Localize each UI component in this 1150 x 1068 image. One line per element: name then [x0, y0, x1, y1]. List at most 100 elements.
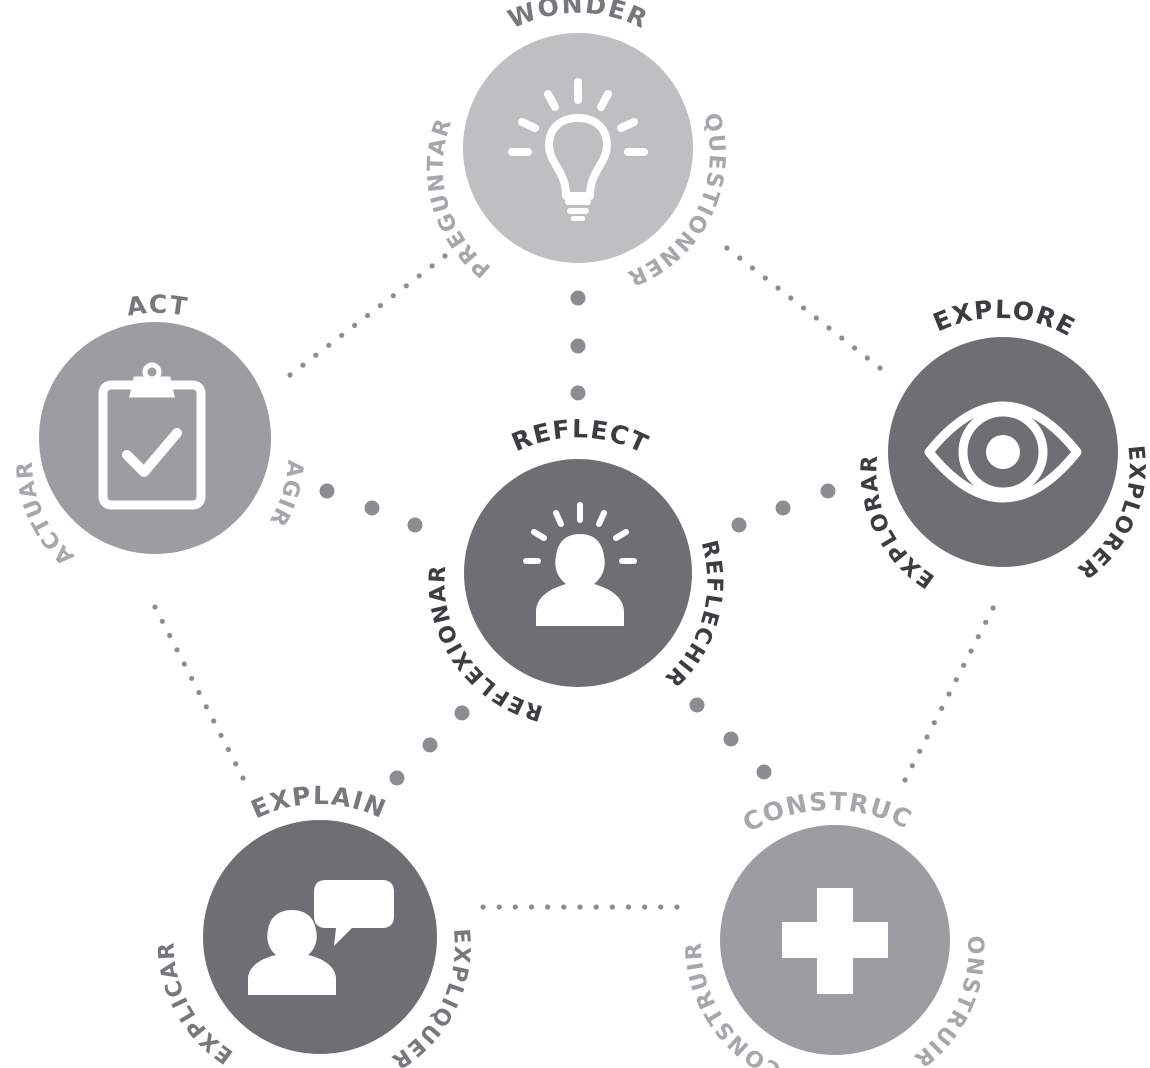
- lightbulb-icon: [508, 78, 648, 221]
- eye-icon: [924, 401, 1082, 503]
- spoke-construct-dot: [756, 764, 772, 780]
- node-act: ACT ACTUAR AGIR: [13, 290, 308, 570]
- act-circle: [39, 322, 271, 554]
- connector-explain-construct-dot: [577, 904, 583, 910]
- connector-act-explain-dot: [225, 746, 231, 753]
- reflect-title: REFLECT: [507, 414, 653, 459]
- connector-wonder-explore-dot: [788, 295, 794, 301]
- connector-wonder-explore-dot: [839, 335, 845, 341]
- connector-wonder-explore-dot: [800, 305, 807, 311]
- connector-act-wonder-dot: [416, 273, 422, 279]
- connector-act-wonder-dot: [390, 293, 396, 299]
- connector-wonder-explore-dot: [877, 365, 883, 371]
- connector-act-explain-dot: [189, 675, 195, 681]
- connector-wonder-explore-dot: [737, 255, 743, 261]
- connector-act-wonder-dot: [339, 332, 345, 338]
- spoke-explore-dot: [820, 483, 836, 499]
- spoke-act-dot: [364, 500, 380, 516]
- connector-explain-construct-dot: [545, 904, 551, 910]
- connector-act-wonder-dot: [364, 312, 371, 319]
- connector-explore-construct-dot: [983, 619, 989, 625]
- connector-act-explain-dot: [218, 732, 224, 738]
- connector-explore-construct-dot: [990, 605, 996, 611]
- spoke-act-dot: [407, 517, 423, 533]
- explain-circle: [203, 820, 437, 1054]
- person-speech-icon: [248, 880, 394, 995]
- spoke-explore-dot: [731, 517, 747, 533]
- connector-explain-construct-dot: [480, 904, 486, 910]
- spoke-wonder-dot: [570, 338, 586, 354]
- connector-act-explain-dot: [159, 618, 165, 624]
- connector-explore-construct-dot: [902, 777, 908, 783]
- connector-act-wonder-dot: [300, 362, 306, 368]
- connector-explore-construct-dot: [909, 763, 915, 769]
- connector-act-explain-dot: [174, 647, 180, 653]
- explain-title: EXPLAIN: [247, 781, 391, 824]
- connector-act-wonder-dot: [326, 342, 332, 348]
- connector-act-explain-dot: [211, 718, 217, 724]
- connector-act-explain-dot: [203, 704, 209, 710]
- connector-explore-construct-dot: [939, 705, 945, 711]
- plus-icon: [782, 888, 888, 994]
- clipboard-check-icon: [98, 362, 206, 510]
- connector-act-explain-dot: [233, 761, 239, 767]
- act-right-label: AGIR: [264, 459, 308, 531]
- connector-explain-construct-dot: [642, 904, 648, 910]
- connector-explain-construct-dot: [593, 904, 599, 910]
- connector-explain-construct-dot: [528, 904, 535, 910]
- connector-act-explain-dot: [196, 689, 202, 696]
- spoke-explore-dot: [775, 500, 791, 516]
- connector-explore-construct-dot: [975, 634, 981, 640]
- connector-explore-construct-dot: [924, 734, 930, 740]
- connector-explore-construct-dot: [917, 748, 923, 754]
- node-explore: EXPLORE EXPLORAR EXPLORER: [857, 295, 1147, 593]
- connector-explore-construct-dot: [931, 720, 937, 726]
- connector-act-wonder-dot: [352, 322, 358, 328]
- connector-act-explain-dot: [240, 775, 246, 781]
- connector-act-explain-dot: [152, 604, 158, 610]
- connector-wonder-explore-dot: [813, 315, 819, 321]
- connector-wonder-explore-dot: [826, 325, 832, 331]
- connector-act-wonder-dot: [377, 303, 383, 309]
- spoke-act-dot: [319, 483, 335, 499]
- connector-act-wonder-dot: [287, 372, 293, 378]
- connector-explain-construct-dot: [496, 904, 502, 910]
- connector-explain-construct-dot: [658, 904, 664, 910]
- spoke-explain-dot: [422, 737, 438, 753]
- connector-wonder-explore-dot: [775, 285, 781, 291]
- spoke-construct-dot: [723, 731, 739, 747]
- connector-explore-construct-dot: [961, 662, 967, 668]
- spoke-wonder-dot: [570, 290, 586, 306]
- connector-explain-construct-dot: [674, 904, 680, 910]
- node-wonder: WONDER PREGUNTAR QUESTIONNER: [424, 0, 728, 291]
- connector-act-wonder-dot: [442, 253, 448, 259]
- spoke-wonder-dot: [570, 385, 586, 401]
- wonder-circle: [463, 33, 693, 263]
- connector-act-wonder-dot: [403, 283, 409, 289]
- connector-act-explain-dot: [167, 632, 173, 639]
- connector-wonder-explore-dot: [724, 245, 730, 251]
- connector-wonder-explore-dot: [749, 265, 756, 271]
- connector-explore-construct-dot: [968, 648, 974, 654]
- explore-title: EXPLORE: [929, 295, 1081, 343]
- connector-explain-construct-dot: [625, 904, 632, 910]
- node-explain: EXPLAIN EXPLICAR EXPLIQUER: [154, 781, 472, 1068]
- connector-act-wonder-dot: [429, 263, 435, 269]
- connector-wonder-explore-dot: [864, 355, 870, 361]
- person-thinking-icon: [523, 502, 637, 626]
- connector-explain-construct-dot: [609, 904, 615, 910]
- spoke-explain-dot: [389, 770, 405, 786]
- spoke-construct-dot: [689, 697, 705, 713]
- connector-explore-construct-dot: [953, 677, 959, 683]
- connector-act-explain-dot: [181, 661, 187, 667]
- node-reflect: REFLECT REFLEXIONAR REFLECHIR: [425, 414, 725, 725]
- connector-explore-construct-dot: [946, 691, 952, 697]
- connector-explain-construct-dot: [561, 904, 567, 910]
- wonder-title: WONDER: [504, 0, 653, 34]
- dotted-connectors: [152, 245, 996, 910]
- connector-explain-construct-dot: [512, 904, 518, 910]
- spoke-explain-dot: [454, 705, 470, 721]
- act-title: ACT: [125, 290, 190, 322]
- connector-act-wonder-dot: [313, 352, 319, 358]
